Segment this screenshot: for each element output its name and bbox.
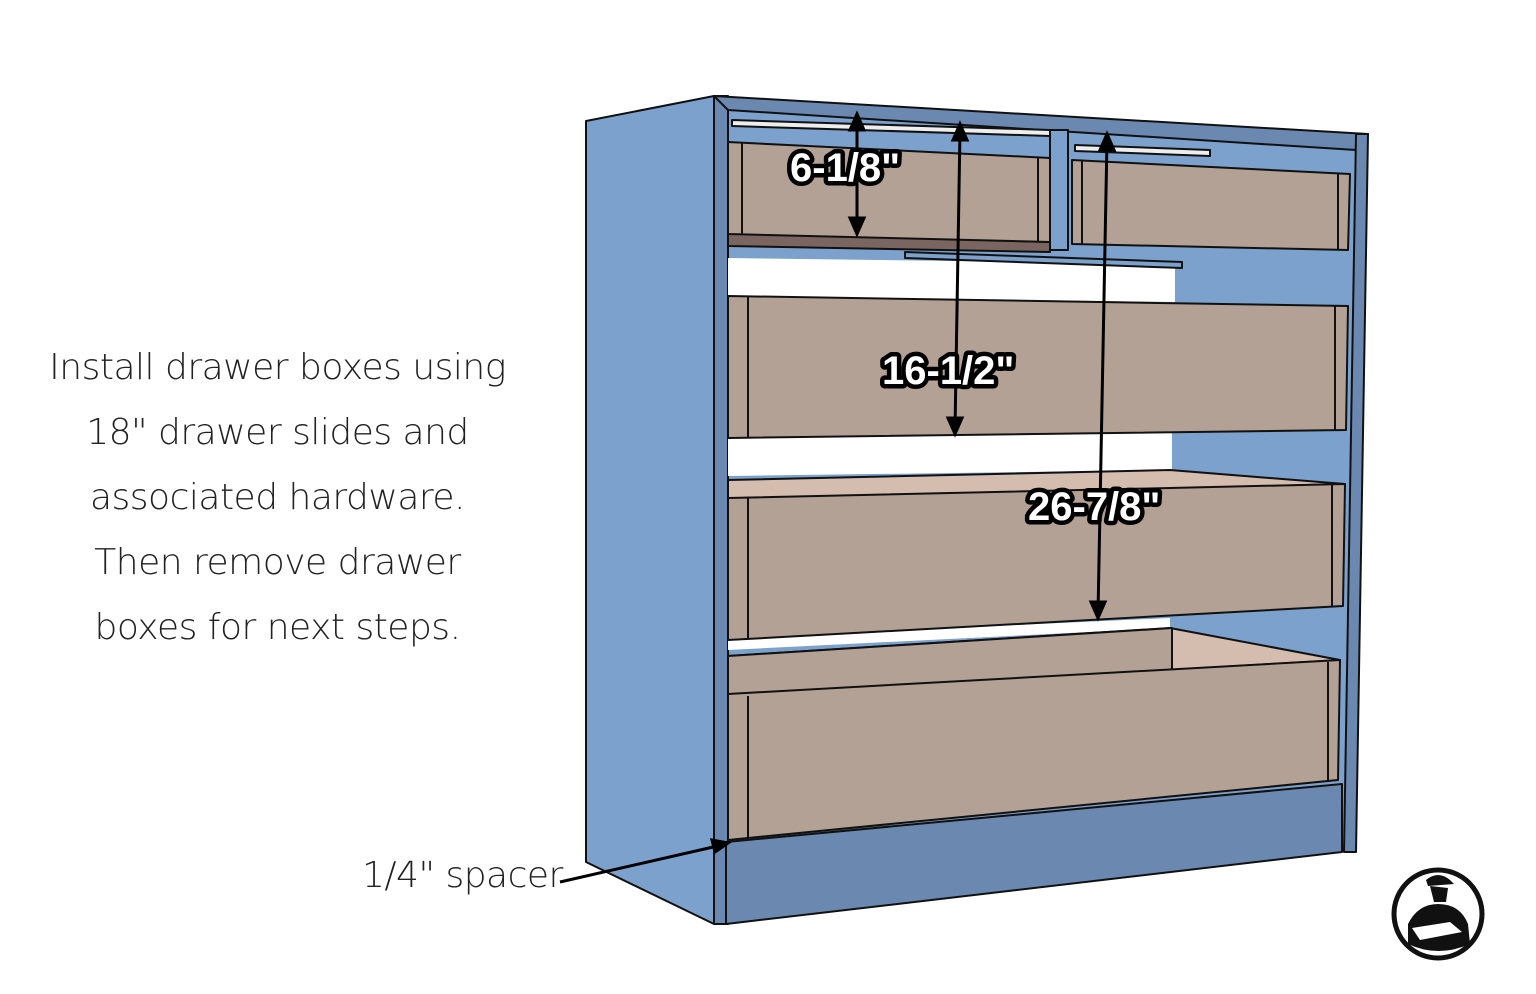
woodworker-crossed-arms-icon (1391, 867, 1485, 961)
gap-1 (728, 258, 1175, 302)
dimension-line-middle (953, 129, 962, 431)
instruction-line: Install drawer boxes using (49, 347, 506, 388)
instruction-line: Then remove drawer (94, 542, 461, 583)
cabinet-left-side (585, 95, 715, 925)
drawer-middle (727, 295, 1349, 439)
dimension-label-top: 6-1/8" (790, 146, 900, 190)
spacer-callout-label: 1/4" spacer (362, 855, 563, 896)
cabinet-left-edge (713, 95, 729, 925)
instructions-text: Install drawer boxes using 18" drawer sl… (40, 335, 515, 660)
instruction-line: 18" drawer slides and (86, 412, 469, 453)
drawer-top-right (1071, 159, 1351, 251)
gap-3 (728, 618, 1170, 650)
cabinet-right-edge (1343, 133, 1369, 853)
drawer-lower (727, 483, 1346, 641)
instruction-line: boxes for next steps. (94, 607, 461, 648)
instruction-line: associated hardware. (89, 477, 466, 518)
spacer-callout-arrow (559, 843, 723, 884)
gap-2 (728, 432, 1172, 476)
dimension-label-middle: 16-1/2" (882, 349, 1014, 393)
cabinet-divider (1049, 129, 1069, 251)
dimension-line-lower (1096, 139, 1109, 615)
dimension-label-lower: 26-7/8" (1028, 485, 1160, 529)
cabinet-bottom-rail (725, 783, 1343, 925)
drawer-bottom (727, 659, 1341, 841)
